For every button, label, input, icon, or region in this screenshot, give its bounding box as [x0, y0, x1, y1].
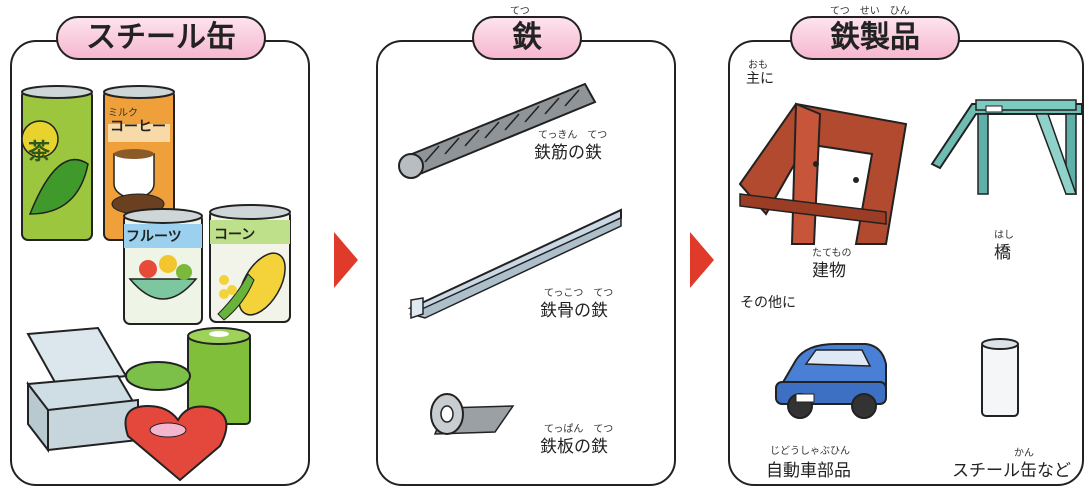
- round-tin-icon: [125, 361, 191, 391]
- tea-label: 茶: [28, 140, 51, 165]
- iron-materials-illustration: [398, 82, 622, 435]
- steel-cans-label: スチール缶など: [952, 461, 1071, 481]
- building-frame-icon: [738, 102, 908, 245]
- fruits-can-icon: [123, 208, 203, 325]
- car-icon: [775, 343, 887, 419]
- iron-products-illustration: [738, 99, 1083, 419]
- iron-products-title-ruby: てつ せい ひん: [830, 6, 910, 17]
- main-ruby: おも: [748, 60, 768, 71]
- iron-products-title: 鉄製品: [790, 16, 960, 60]
- steel-plate-label: 鉄板の鉄: [540, 437, 608, 457]
- steel-frame-label: 鉄骨の鉄: [540, 301, 608, 321]
- steel-plate-icon: [430, 393, 515, 435]
- building-ruby: たてもの: [812, 248, 852, 259]
- steel-plate-ruby: てっぱん てつ: [544, 424, 614, 435]
- arrow-right-icon: [690, 232, 714, 288]
- bridge-label: 橋: [994, 243, 1011, 263]
- milk-ruby: ミルク: [108, 108, 138, 119]
- rebar-icon: [398, 82, 597, 179]
- main-label: 主に: [746, 71, 774, 87]
- building-label: 建物: [812, 261, 846, 281]
- car-parts-label: 自動車部品: [766, 461, 851, 481]
- cans-illustration: [21, 85, 291, 482]
- tea-can-icon: [21, 85, 93, 241]
- bridge-ruby: はし: [994, 230, 1014, 241]
- others-label: その他に: [740, 295, 796, 311]
- fruits-label: フルーツ: [126, 229, 182, 245]
- steel-beam-icon: [407, 208, 622, 320]
- coffee-label: コーヒー: [110, 119, 166, 135]
- rebar-ruby: てっきん てつ: [538, 130, 608, 141]
- footbridge-icon: [930, 99, 1083, 195]
- corn-label: コーン: [214, 227, 256, 243]
- iron-title-ruby: てつ: [510, 6, 530, 17]
- tin-box-icon: [26, 326, 140, 453]
- iron-title: 鉄: [472, 16, 582, 60]
- steel-can-title: スチール缶: [56, 16, 266, 60]
- steel-cans-ruby: かん: [1014, 448, 1034, 459]
- corn-can-icon: [209, 204, 291, 323]
- car-parts-ruby: じどうしゃぶひん: [770, 446, 850, 457]
- steel-frame-ruby: てっこつ てつ: [544, 288, 614, 299]
- green-tin-icon: [187, 327, 251, 425]
- steel-can-icon: [981, 338, 1019, 417]
- rebar-label: 鉄筋の鉄: [534, 143, 602, 163]
- arrow-right-icon: [334, 232, 358, 288]
- heart-tin-icon: [124, 404, 228, 482]
